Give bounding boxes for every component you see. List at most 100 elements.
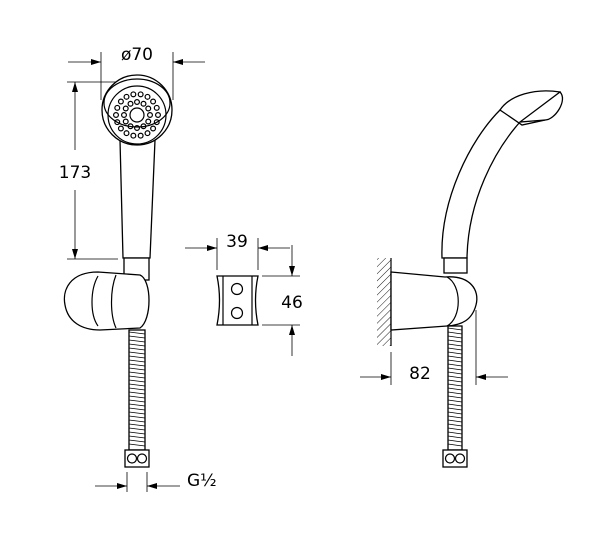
spray-nozzle: [145, 105, 152, 112]
spray-nozzle: [122, 105, 129, 112]
hose-coil: [447, 339, 463, 343]
spray-nozzle: [140, 100, 147, 107]
hose-coil: [447, 347, 463, 351]
hose-coil: [447, 331, 463, 335]
hose-coil: [128, 415, 146, 419]
spray-nozzle: [112, 111, 119, 118]
hose-coil: [447, 351, 463, 355]
spray-nozzle: [145, 118, 152, 125]
wall-hatch: [377, 258, 391, 346]
hose-coil: [128, 355, 146, 359]
spray-nozzle: [130, 91, 137, 98]
hose-coil: [128, 351, 146, 355]
hose-coil: [128, 391, 146, 395]
hose-coil: [128, 331, 146, 335]
hose-coil: [447, 431, 463, 435]
hose-coil: [447, 407, 463, 411]
spray-nozzle: [127, 100, 134, 107]
spray-nozzle: [120, 111, 127, 118]
spray-nozzle: [137, 132, 144, 139]
hose-coil: [447, 395, 463, 399]
spray-nozzle: [123, 93, 130, 100]
spray-nozzle: [134, 98, 141, 105]
hose-coil: [128, 375, 146, 379]
holder-detail-view: 39 46: [185, 232, 303, 356]
hose-coil: [128, 419, 146, 423]
holder-height-label: 46: [281, 293, 303, 313]
hose-coil: [447, 419, 463, 423]
hose-coil: [128, 399, 146, 403]
hose-coil: [128, 427, 146, 431]
hose-coil: [128, 335, 146, 339]
hose-coil: [128, 431, 146, 435]
hose-coil: [447, 363, 463, 367]
hose-coil: [128, 407, 146, 411]
spray-nozzle: [140, 123, 147, 130]
hose-coil: [447, 371, 463, 375]
spray-nozzle: [117, 125, 124, 132]
hose-coil: [128, 423, 146, 427]
front-view: ø70 173: [59, 45, 217, 492]
head-diameter-label: ø70: [121, 45, 153, 65]
hose-coil: [128, 403, 146, 407]
head-diameter-dimension: ø70: [68, 45, 205, 100]
hose-coil: [447, 435, 463, 439]
spray-nozzle: [155, 111, 162, 118]
thread-dimension: G½: [95, 471, 217, 492]
hose-coil: [447, 443, 463, 447]
hose-coil: [128, 371, 146, 375]
spray-nozzle: [153, 104, 160, 111]
hose-coil: [128, 379, 146, 383]
hose-coil: [128, 359, 146, 363]
spray-nozzle: [117, 98, 124, 105]
spray-nozzle: [114, 104, 121, 111]
hose-coil: [447, 415, 463, 419]
hose-coil: [447, 335, 463, 339]
hose-coil: [128, 439, 146, 443]
spray-nozzle: [114, 119, 121, 126]
spray-nozzle: [144, 130, 151, 137]
hose-coil: [447, 423, 463, 427]
hose-coil: [128, 363, 146, 367]
spray-nozzle: [144, 93, 151, 100]
spray-nozzle: [150, 125, 157, 132]
hose-coil: [128, 339, 146, 343]
spray-nozzle: [130, 132, 137, 139]
hose-coil: [447, 427, 463, 431]
spray-nozzle: [153, 119, 160, 126]
hose-coil: [128, 395, 146, 399]
hose-coil: [447, 379, 463, 383]
projection-label: 82: [409, 364, 431, 384]
hose-coil: [447, 391, 463, 395]
side-view: 82: [360, 90, 564, 468]
spray-nozzle: [147, 111, 154, 118]
handshower-front: [101, 74, 173, 281]
holder-width-label: 39: [226, 232, 248, 252]
hose-coil: [128, 387, 146, 391]
hose-coil: [447, 387, 463, 391]
spray-nozzle: [137, 91, 144, 98]
spray-nozzle: [134, 124, 141, 131]
hose-coil: [447, 355, 463, 359]
hose-coil: [128, 347, 146, 351]
hose-coil: [447, 343, 463, 347]
hose-coil: [128, 411, 146, 415]
hose-coil: [447, 383, 463, 387]
hose-coil: [447, 403, 463, 407]
spray-nozzle: [150, 98, 157, 105]
hose-coil: [447, 439, 463, 443]
hose-coil: [128, 383, 146, 387]
hose-coil: [447, 399, 463, 403]
hose-coil: [128, 435, 146, 439]
hose-coil: [447, 367, 463, 371]
length-label: 173: [59, 163, 91, 183]
spray-nozzle: [122, 118, 129, 125]
spray-nozzle: [127, 123, 134, 130]
hose-coil: [447, 359, 463, 363]
spray-nozzle: [123, 130, 130, 137]
hose-coil: [128, 367, 146, 371]
hose-coil: [447, 375, 463, 379]
projection-dimension: 82: [360, 310, 508, 385]
hose-coil: [447, 411, 463, 415]
